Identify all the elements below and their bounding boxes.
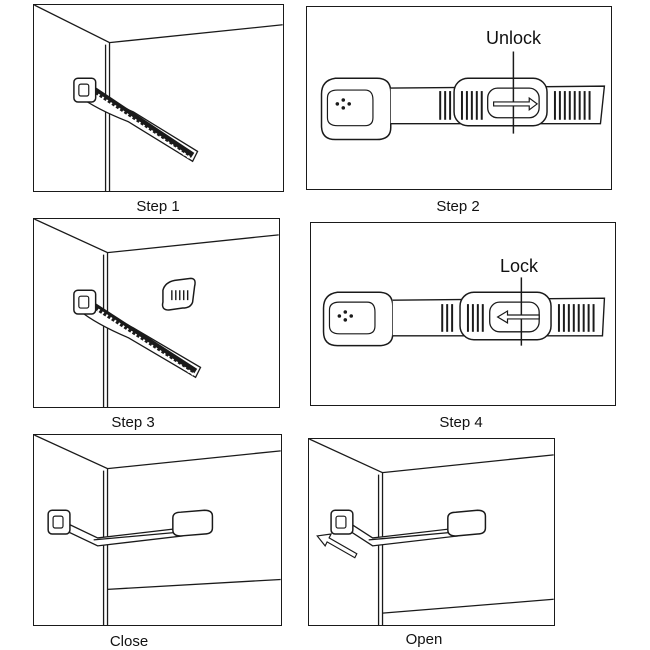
panel-open: [308, 438, 555, 626]
caption-open: Open: [405, 631, 443, 648]
caption-step-3: Step 3: [111, 414, 155, 431]
close-illustration: [34, 435, 281, 625]
step-4-illustration: [322, 277, 606, 347]
arrow-left-icon: [496, 277, 540, 346]
lock-label: Lock: [500, 256, 539, 276]
open-illustration: [309, 439, 554, 625]
step-2-illustration: [320, 51, 606, 141]
strap: [47, 509, 214, 547]
caption-close: Close: [109, 633, 149, 650]
panel-step-1: [33, 4, 284, 192]
panel-close: [33, 434, 282, 626]
caption-step-4: Step 4: [439, 414, 483, 431]
strap: [73, 289, 202, 379]
caption-step-1: Step 1: [136, 198, 180, 215]
panel-step-3: [33, 218, 280, 408]
arrow-down-left-icon: [316, 533, 358, 559]
panel-step-2: [306, 6, 612, 190]
latch-base: [320, 77, 392, 141]
latch-base: [322, 291, 394, 347]
unlock-label: Unlock: [486, 28, 542, 48]
step-1-illustration: [34, 5, 283, 191]
caption-step-2: Step 2: [436, 198, 480, 215]
step-3-illustration: [34, 219, 279, 407]
arrow-right-icon: [493, 51, 539, 134]
strap: [73, 77, 199, 163]
strap: [330, 509, 487, 547]
receiver-clip: [161, 277, 196, 311]
panel-step-4: [310, 222, 616, 406]
